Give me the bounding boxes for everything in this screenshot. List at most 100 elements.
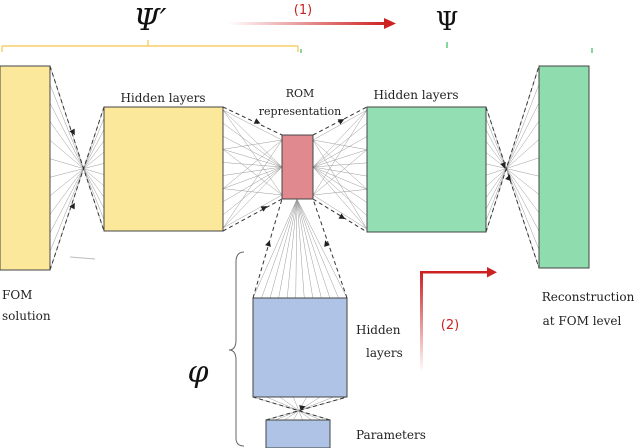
param-hidden-label-line1: Hidden bbox=[356, 323, 401, 337]
fom-label-line1: FOM bbox=[2, 288, 32, 302]
rom-decoder-connection bbox=[312, 194, 368, 230]
psi-prime-bracket bbox=[1, 40, 299, 52]
step2-arrow bbox=[420, 267, 497, 372]
param-rom-connection bbox=[296, 198, 331, 299]
fom-encoder-connection bbox=[49, 118, 105, 252]
rom-decoder-connection bbox=[312, 139, 368, 230]
arrowhead bbox=[69, 128, 75, 136]
param-rom-connection bbox=[296, 198, 314, 299]
decoder-hidden-layers-box bbox=[366, 106, 487, 233]
param-input-connection bbox=[266, 396, 321, 421]
dashed-connection bbox=[312, 198, 368, 233]
param-input-connection bbox=[252, 396, 331, 421]
reconstruction-bar bbox=[538, 65, 590, 269]
param-rom-connection bbox=[295, 198, 298, 299]
param-rom-connection bbox=[278, 198, 298, 299]
arrowhead bbox=[69, 202, 75, 210]
decoder-recon-connection bbox=[485, 152, 540, 195]
rom-decoder-connection bbox=[312, 166, 368, 177]
fom-encoder-connection bbox=[49, 163, 105, 178]
arrowhead bbox=[299, 405, 306, 411]
dashed-connection bbox=[252, 198, 283, 299]
encoder-hidden-label: Hidden layers bbox=[120, 91, 205, 105]
encoder-rom-connection bbox=[222, 166, 283, 176]
param-rom-connection bbox=[296, 198, 305, 299]
encoder-rom-connection bbox=[222, 122, 283, 168]
fom-encoder-connection bbox=[49, 139, 105, 187]
param-input-connection bbox=[275, 396, 334, 421]
fom-encoder-connection bbox=[49, 158, 105, 175]
param-rom-connection bbox=[252, 198, 298, 299]
rom-decoder-connection bbox=[312, 149, 368, 196]
rom-decoder-connection bbox=[312, 139, 368, 190]
recon-label-line1: Reconstruction bbox=[542, 290, 635, 304]
dashed-connection bbox=[252, 396, 331, 421]
param-rom-connection bbox=[269, 198, 298, 299]
psi-symbol: Ψ bbox=[436, 7, 459, 37]
arrowhead bbox=[338, 213, 346, 219]
arrowhead bbox=[337, 119, 345, 125]
arrowheads bbox=[69, 118, 511, 411]
arrowhead bbox=[260, 206, 268, 212]
dashed-connection bbox=[485, 106, 540, 269]
encoder-rom-connection bbox=[222, 109, 283, 196]
dashed-connection bbox=[222, 106, 283, 136]
decoder-recon-connection bbox=[485, 84, 540, 221]
dashed-connections bbox=[49, 65, 540, 421]
encoder-rom-connection bbox=[222, 149, 283, 168]
dashed-connection bbox=[49, 65, 105, 232]
encoder-rom-connection bbox=[222, 139, 283, 150]
phi-symbol: φ bbox=[187, 355, 208, 390]
fom-encoder-connection bbox=[49, 84, 105, 220]
param-rom-connection bbox=[261, 198, 298, 299]
rom-decoder-connection bbox=[312, 139, 368, 150]
rom-decoder-connection bbox=[312, 166, 368, 216]
encoder-rom-connection bbox=[222, 162, 283, 168]
fom-label-line2: solution bbox=[2, 309, 51, 323]
rom-decoder-connection bbox=[312, 189, 368, 196]
decoder-recon-connection bbox=[485, 120, 540, 199]
encoder-rom-connection bbox=[222, 166, 283, 189]
decoder-recon-connection bbox=[485, 157, 540, 176]
param-rom-connection bbox=[296, 198, 339, 299]
decoder-hidden-label: Hidden layers bbox=[373, 88, 458, 102]
fom-encoder-connection bbox=[49, 151, 105, 197]
arrowhead bbox=[324, 240, 330, 247]
dashed-connection bbox=[485, 65, 540, 233]
rom-decoder-connection bbox=[312, 166, 368, 230]
phi-brace bbox=[228, 251, 245, 447]
recon-label-line2: at FOM level bbox=[543, 314, 622, 328]
param-hidden-label-line2: layers bbox=[366, 346, 403, 360]
rom-decoder-connection bbox=[312, 109, 368, 141]
encoder-rom-connection bbox=[222, 188, 283, 196]
fom-encoder-connection bbox=[49, 140, 105, 215]
decoder-recon-connection bbox=[485, 163, 540, 177]
rom-label-line1: ROM bbox=[286, 87, 315, 100]
step1-arrow bbox=[228, 18, 396, 29]
arrowhead bbox=[253, 118, 261, 124]
fom-encoder-connection bbox=[49, 121, 105, 198]
rom-decoder-connection bbox=[312, 109, 368, 196]
decoder-recon-connection bbox=[485, 102, 540, 210]
encoder-rom-connection bbox=[222, 166, 283, 216]
encoder-rom-connection bbox=[222, 166, 283, 229]
dashed-connection bbox=[312, 198, 348, 299]
step2-label: (2) bbox=[441, 318, 459, 333]
fom-encoder-connection bbox=[49, 102, 105, 209]
parameters-label: Parameters bbox=[356, 428, 426, 442]
encoder-rom-connection bbox=[222, 139, 283, 229]
rom-decoder-connection bbox=[312, 109, 368, 168]
rom-decoder-connection bbox=[312, 149, 368, 168]
dashed-connection bbox=[49, 106, 105, 271]
arrowhead bbox=[265, 240, 271, 247]
encoder-rom-connection bbox=[222, 136, 283, 168]
step1-label: (1) bbox=[294, 3, 312, 18]
encoder-rom-connection bbox=[222, 139, 283, 189]
fom-solution-bar bbox=[0, 65, 51, 271]
decoder-recon-connection bbox=[485, 140, 540, 214]
encoder-rom-connection bbox=[222, 109, 283, 168]
decoder-recon-connection bbox=[485, 118, 540, 250]
param-rom-connection bbox=[286, 198, 298, 299]
encoder-rom-connection bbox=[222, 109, 283, 141]
